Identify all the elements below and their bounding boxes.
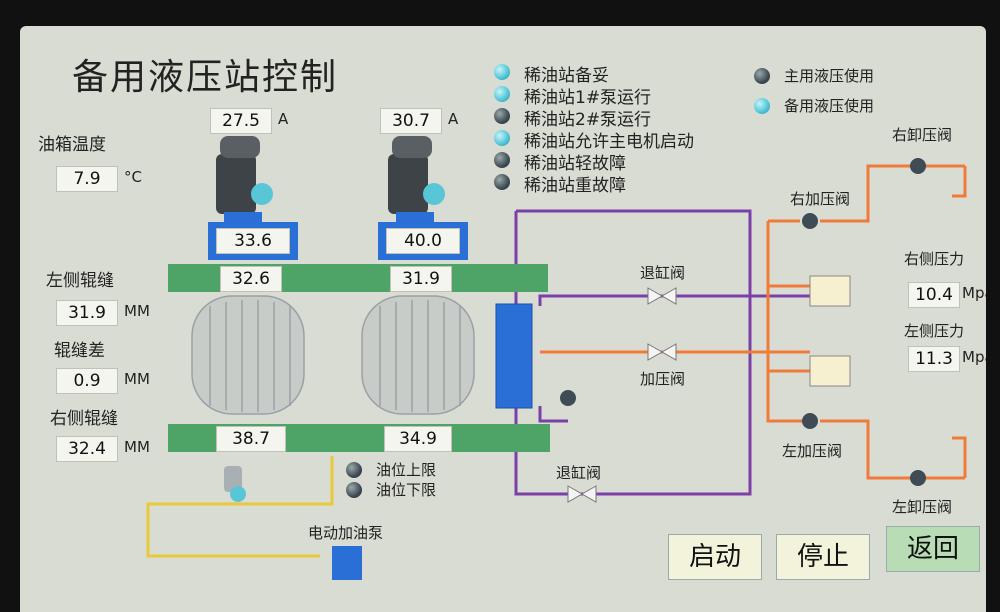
left-pressure-label: 左侧压力: [904, 322, 965, 340]
gap-diff-label: 辊缝差: [54, 341, 105, 361]
left-pressure-unit: Mpa: [962, 348, 986, 366]
fill-pump-icon: [332, 546, 362, 580]
status-label: 稀油站允许主电机启动: [524, 132, 694, 152]
status-indicator-icon: [494, 174, 510, 190]
left-press-valve-label: 左加压阀: [782, 442, 843, 460]
press-valve-label: 加压阀: [640, 370, 686, 388]
status-indicator-icon: [494, 108, 510, 124]
status-label: 稀油站重故障: [524, 176, 626, 196]
motor-2-pressure-box: 40.0: [378, 222, 468, 260]
bottom-gap-1: 38.7: [216, 426, 286, 452]
oil-level-indicator-icon: [346, 462, 362, 478]
right-gap-label: 右侧辊缝: [50, 409, 118, 429]
retract-valve-bottom-label: 退缸阀: [556, 464, 602, 482]
valve-left-unload-icon: [910, 470, 926, 486]
top-gap-2: 31.9: [390, 266, 452, 292]
right-pressure-value: 10.4: [908, 282, 960, 308]
fill-pump-label: 电动加油泵: [308, 524, 384, 542]
left-gap-value: 31.9: [56, 300, 118, 326]
retract-valve-top-label: 退缸阀: [640, 264, 686, 282]
valve-right-unload-icon: [910, 158, 926, 174]
gap-diff-value: 0.9: [56, 368, 118, 394]
motor-1-current: 27.5: [210, 108, 272, 134]
left-unload-valve-label: 左卸压阀: [892, 498, 953, 516]
status-indicator-icon: [494, 86, 510, 102]
tank-temp-value: 7.9: [56, 166, 118, 192]
page-title: 备用液压站控制: [72, 57, 339, 98]
motor-1-pressure: 33.6: [216, 228, 290, 254]
solenoid-valve-top-icon: [809, 275, 851, 307]
mode-indicator-icon: [754, 98, 770, 114]
oil-level-label: 油位下限: [376, 481, 437, 499]
pump-motor-1-icon: [216, 136, 273, 222]
status-label: 稀油站轻故障: [524, 154, 626, 174]
valve-right-press-icon: [802, 213, 818, 229]
roll-2-icon: [361, 295, 475, 415]
valve-retract-top-icon: [647, 287, 677, 305]
cylinder-small-icon: [560, 390, 576, 406]
bottom-gap-2: 34.9: [384, 426, 452, 452]
left-gap-unit: MM: [124, 302, 150, 320]
pump-motor-2-icon: [388, 136, 445, 222]
oil-level-label: 油位上限: [376, 461, 437, 479]
motor-1-pressure-box: 33.6: [208, 222, 298, 260]
status-label: 稀油站备妥: [524, 66, 609, 86]
right-gap-unit: MM: [124, 438, 150, 456]
solenoid-valve-bottom-icon: [809, 355, 851, 387]
roll-1-icon: [191, 295, 305, 415]
oil-level-indicator-icon: [346, 482, 362, 498]
status-label: 稀油站2#泵运行: [524, 110, 652, 130]
mode-label: 主用液压使用: [784, 67, 875, 85]
back-button[interactable]: 返回: [886, 526, 980, 572]
orange-pipes: [540, 164, 967, 480]
motor-1-current-unit: A: [278, 110, 289, 128]
yellow-pipe: [146, 456, 334, 558]
small-pump-icon: [224, 466, 246, 502]
top-gap-1: 32.6: [220, 266, 282, 292]
mode-indicator-icon: [754, 68, 770, 84]
valve-press-icon: [647, 343, 677, 361]
heat-exchanger-icon: [495, 303, 533, 409]
left-gap-label: 左侧辊缝: [46, 271, 114, 291]
right-gap-value: 32.4: [56, 436, 118, 462]
right-pressure-unit: Mpa: [962, 284, 986, 302]
valve-retract-bottom-icon: [567, 485, 597, 503]
status-label: 稀油站1#泵运行: [524, 88, 652, 108]
motor-2-current-unit: A: [448, 110, 459, 128]
piping-diagram: [146, 136, 967, 580]
right-press-valve-label: 右加压阀: [790, 190, 851, 208]
right-unload-valve-label: 右卸压阀: [892, 126, 953, 144]
start-button[interactable]: 启动: [668, 534, 762, 580]
status-indicator-icon: [494, 64, 510, 80]
gap-diff-unit: MM: [124, 370, 150, 388]
status-indicator-icon: [494, 130, 510, 146]
motor-2-pressure: 40.0: [386, 228, 460, 254]
tank-temp-label: 油箱温度: [38, 135, 106, 155]
hmi-panel: 备用液压站控制 油箱温度 7.9 °C 27.5 A 30.7 A 33.6 4…: [20, 26, 986, 612]
status-indicator-icon: [494, 152, 510, 168]
right-pressure-label: 右侧压力: [904, 250, 965, 268]
mode-label: 备用液压使用: [784, 97, 875, 115]
left-pressure-value: 11.3: [908, 346, 960, 372]
valve-left-press-icon: [802, 413, 818, 429]
stop-button[interactable]: 停止: [776, 534, 870, 580]
motor-2-current: 30.7: [380, 108, 442, 134]
tank-temp-unit: °C: [124, 168, 142, 186]
